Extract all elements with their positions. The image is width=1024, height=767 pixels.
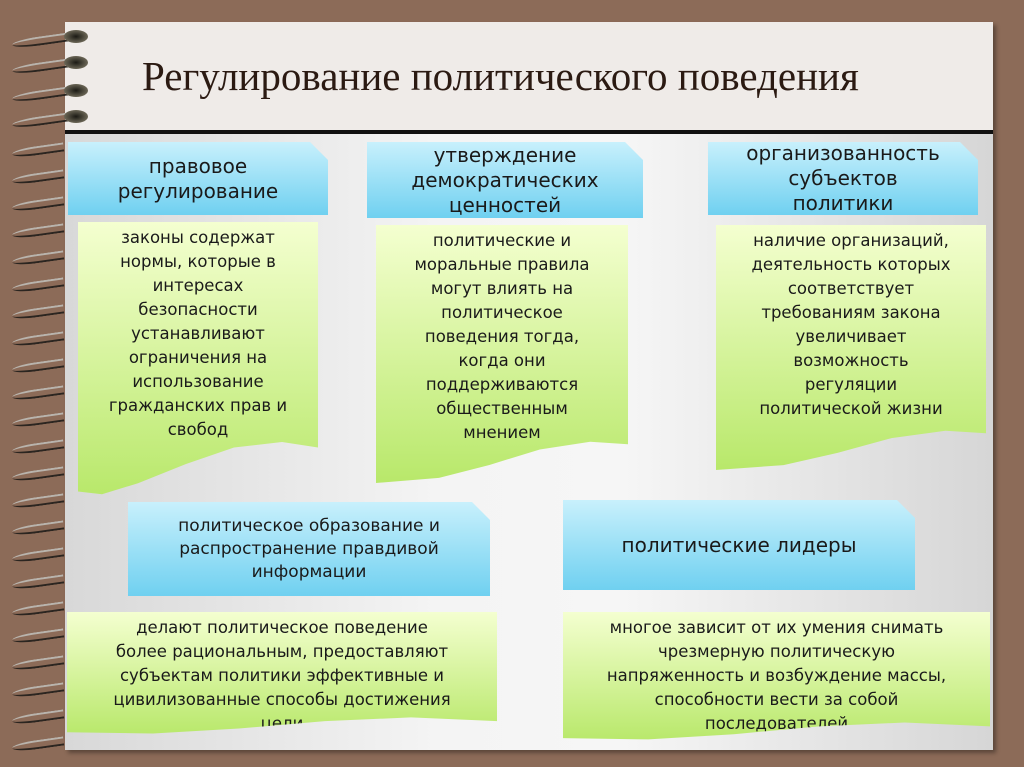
spiral-wire xyxy=(11,491,82,510)
content-line: субъектам политики эффективные и xyxy=(119,666,444,685)
content-line: многое зависит от их умения снимать xyxy=(609,618,944,637)
content-line: политическое xyxy=(441,303,563,322)
ring-icon xyxy=(11,110,88,130)
heading-line: ценностей xyxy=(448,192,562,217)
block-heading: политические лидеры xyxy=(563,500,915,590)
heading-line: регулирование xyxy=(117,178,279,203)
content-line: регуляции xyxy=(804,375,898,394)
spiral-wire xyxy=(11,221,82,240)
heading-line: политические лидеры xyxy=(621,532,857,557)
content-line: политической жизни xyxy=(759,399,943,418)
content-line: устанавливают xyxy=(131,324,265,343)
content-line: цивилизованные способы достижения xyxy=(113,690,451,709)
content-line: соответствует xyxy=(787,279,915,298)
spiral-wire xyxy=(11,410,82,429)
block-content: законы содержат нормы, которые в интересах… xyxy=(78,222,318,495)
content-line: законы содержат xyxy=(121,228,275,247)
content-line: поддерживаются xyxy=(425,375,579,394)
content-line: напряженность и возбуждение массы, xyxy=(606,666,947,685)
spiral-wire xyxy=(11,248,82,267)
content-line: политические и xyxy=(432,231,572,250)
heading-line: правовое xyxy=(148,153,248,178)
spiral-wire xyxy=(11,518,82,537)
content-line: требованиям закона xyxy=(761,303,941,322)
block-content: многое зависит от их умения снимать чрезм… xyxy=(563,612,990,740)
block-content: наличие организаций, деятельность которых… xyxy=(716,225,986,470)
heading-line: политическое образование и xyxy=(178,515,440,536)
heading-line: распространение правдивой xyxy=(179,538,439,559)
content-line: более рациональным, предоставляют xyxy=(115,642,449,661)
content-line: свобод xyxy=(167,420,229,439)
title-bar xyxy=(65,22,993,134)
content-line: нормы, которые в xyxy=(120,252,276,271)
heading-line: демократических xyxy=(411,167,599,192)
content-line: способности вести за собой xyxy=(654,690,899,709)
content-line: безопасности xyxy=(138,300,258,319)
page-title: Регулирование политического поведения xyxy=(142,53,859,99)
content-line: чрезмерную политическую xyxy=(658,642,895,661)
spiral-wire xyxy=(11,545,82,564)
heading-line: субъектов xyxy=(788,166,898,190)
spiral-wire xyxy=(11,572,82,591)
content-line: использование xyxy=(132,372,264,391)
spiral-wire xyxy=(11,329,82,348)
ring-icon xyxy=(11,84,88,104)
spiral-wire xyxy=(11,302,82,321)
content-line: интересах xyxy=(152,276,244,295)
content-line: поведения тогда, xyxy=(424,327,580,346)
ring-icon xyxy=(11,56,88,76)
content-line: мнением xyxy=(463,423,541,442)
block-content: политические и моральные правила могут вли… xyxy=(376,225,628,483)
ring-icon xyxy=(11,30,88,50)
content-line: увеличивает xyxy=(795,327,907,346)
spiral-wire xyxy=(11,356,82,375)
spiral-wire xyxy=(11,275,82,294)
content-line: общественным xyxy=(436,399,568,418)
block-content: делают политическое поведение более рацио… xyxy=(67,612,497,734)
heading-line: утверждение xyxy=(433,142,577,167)
content-line: деятельность которых xyxy=(751,255,951,274)
content-line: ограничения на xyxy=(128,348,268,367)
content-line: гражданских прав и xyxy=(108,396,288,415)
spiral-wire xyxy=(11,437,82,456)
content-line: могут влиять на xyxy=(430,279,574,298)
content-line: когда они xyxy=(458,351,546,370)
content-line: делают политическое поведение xyxy=(136,618,428,637)
heading-line: организованность xyxy=(746,141,940,165)
spiral-wire xyxy=(11,464,82,483)
content-line: моральные правила xyxy=(414,255,590,274)
heading-line: информации xyxy=(251,561,367,582)
heading-line: политики xyxy=(792,191,894,215)
content-line: возможность xyxy=(793,351,909,370)
spiral-wire xyxy=(11,734,82,753)
spiral-wire xyxy=(11,383,82,402)
content-line: наличие организаций, xyxy=(753,231,949,250)
